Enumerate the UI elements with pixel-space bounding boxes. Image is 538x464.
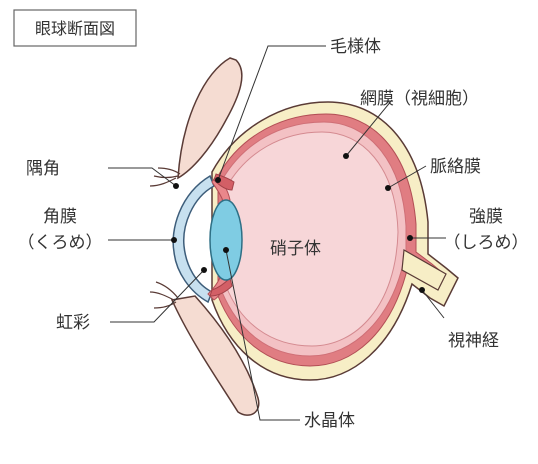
label-iris: 虹彩 [56, 313, 90, 333]
title-box: 眼球断面図 [13, 9, 137, 47]
label-ciliary-body: 毛様体 [330, 37, 381, 57]
leader-dots [171, 153, 425, 293]
lower-eyelid [170, 295, 260, 416]
label-cornea-line1: 角膜 [43, 207, 77, 227]
label-lens: 水晶体 [304, 411, 355, 431]
leader-lines [108, 45, 446, 421]
cornea [172, 174, 215, 304]
optic-nerve [401, 249, 447, 291]
lens [209, 199, 243, 281]
label-retina: 網膜（視細胞） [360, 89, 479, 109]
vitreous-body [225, 131, 399, 347]
label-angle: 隅角 [26, 159, 60, 179]
label-cornea-line2: （くろめ） [18, 233, 103, 253]
label-vitreous-body: 硝子体 [270, 239, 321, 259]
diagram-title: 眼球断面図 [35, 19, 115, 38]
label-sclera-line2: （しろめ） [444, 233, 529, 253]
label-optic-nerve: 視神経 [448, 331, 499, 351]
label-sclera-line1: 強膜 [469, 207, 503, 227]
upper-eyelashes [149, 167, 181, 187]
lower-eyelashes [149, 281, 179, 309]
upper-eyelid [177, 57, 243, 180]
label-choroid: 脈絡膜 [430, 157, 481, 177]
